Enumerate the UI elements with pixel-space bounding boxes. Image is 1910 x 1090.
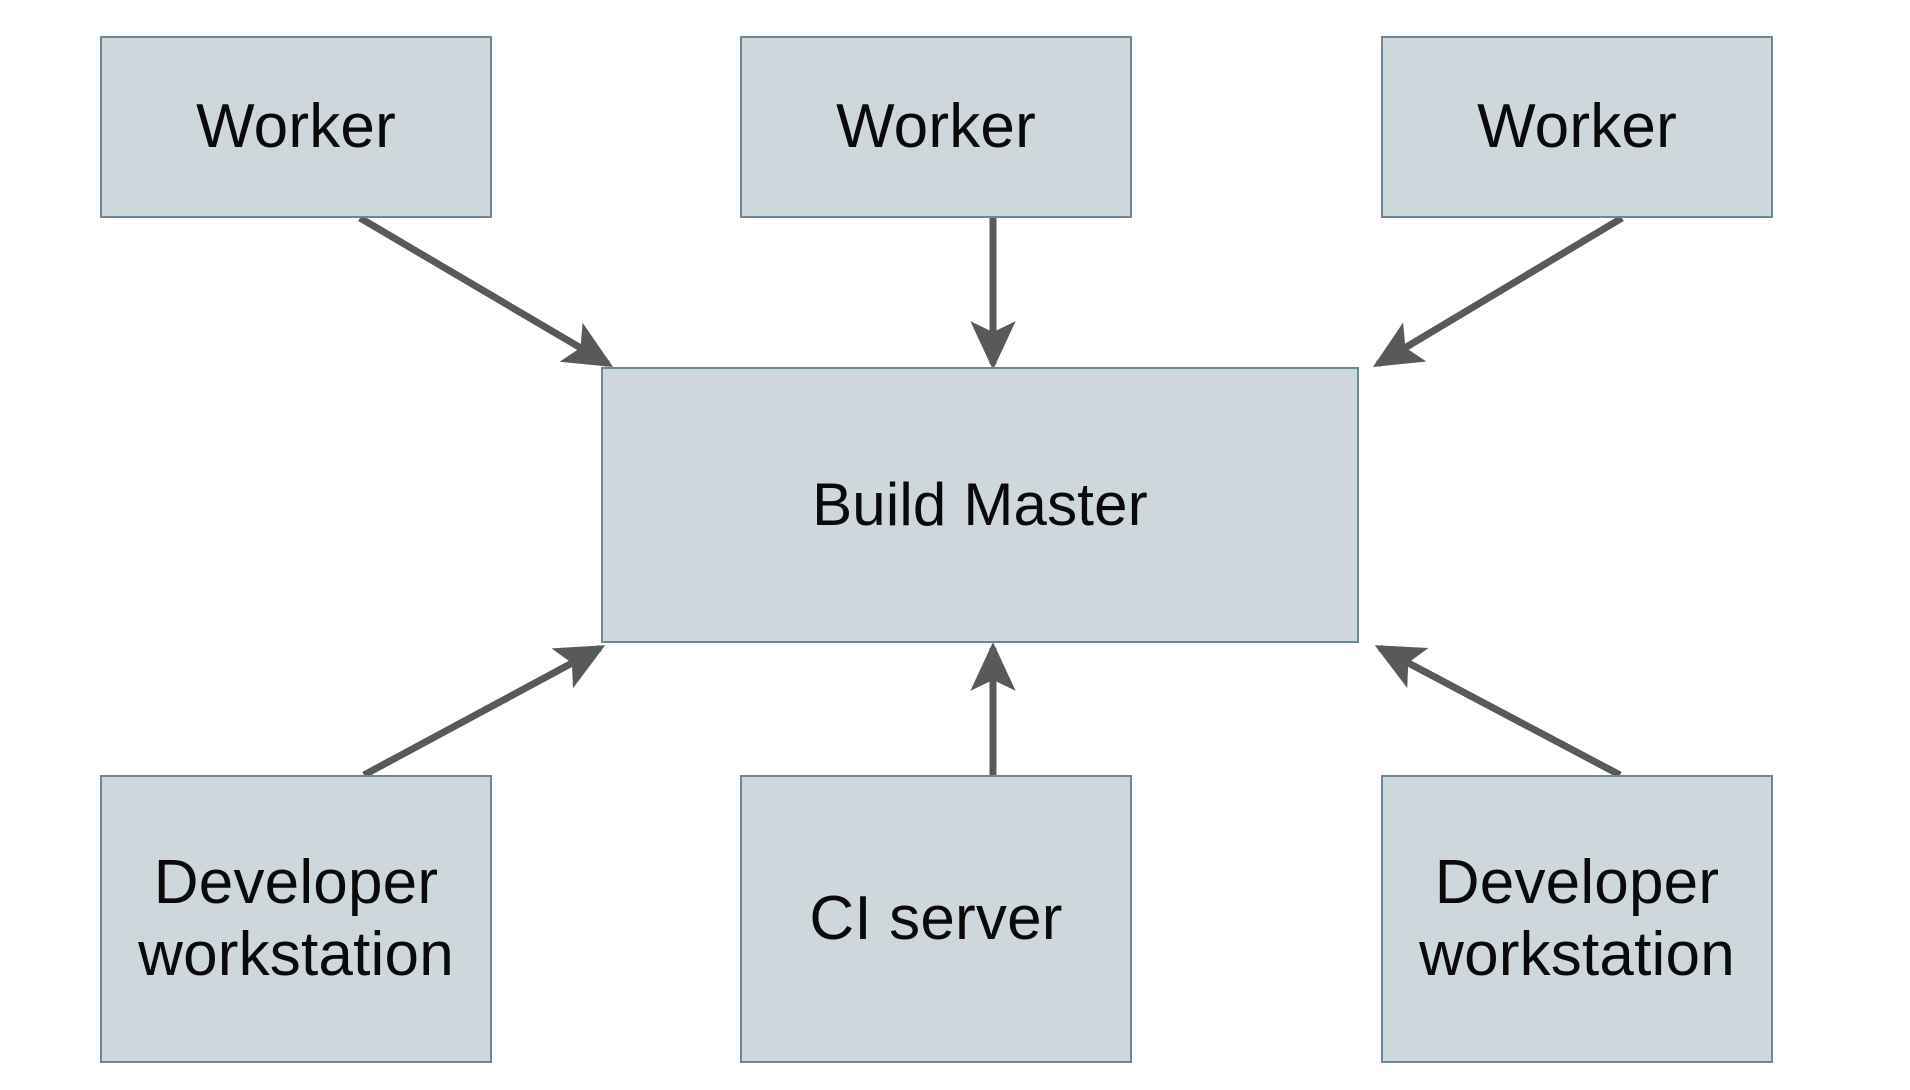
- edge-worker-right-to-master: [1372, 214, 1624, 368]
- node-worker-left[interactable]: Worker: [100, 36, 492, 218]
- node-label: Build Master: [812, 471, 1148, 539]
- node-label: Worker: [836, 92, 1036, 162]
- node-developer-workstation-right[interactable]: Developer workstation: [1381, 775, 1773, 1063]
- node-label: Worker: [1477, 92, 1677, 162]
- node-label: Developer workstation: [138, 848, 454, 989]
- edge-worker-left-to-master: [358, 214, 614, 368]
- node-ci-server[interactable]: CI server: [740, 775, 1132, 1063]
- node-developer-workstation-left[interactable]: Developer workstation: [100, 775, 492, 1063]
- node-label: Worker: [196, 92, 396, 162]
- edge-devws-right-to-master: [1374, 644, 1622, 779]
- node-build-master[interactable]: Build Master: [601, 367, 1359, 643]
- node-worker-center[interactable]: Worker: [740, 36, 1132, 218]
- edge-devws-left-to-master: [362, 644, 606, 779]
- node-label: CI server: [809, 884, 1063, 954]
- node-worker-right[interactable]: Worker: [1381, 36, 1773, 218]
- node-label: Developer workstation: [1419, 848, 1735, 989]
